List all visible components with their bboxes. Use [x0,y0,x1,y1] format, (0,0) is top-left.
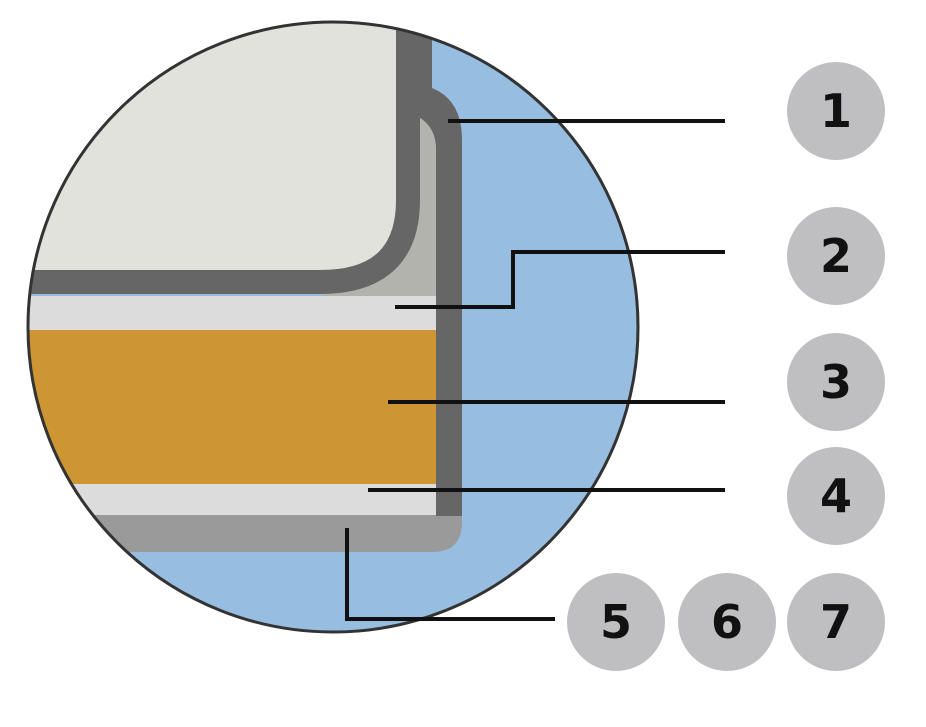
badge-7-label: 7 [820,595,852,649]
leader-lines [345,119,725,621]
badge-6-label: 6 [711,595,743,649]
badge-1-label: 1 [820,84,852,138]
badge-3-label: 3 [820,355,852,409]
badge-5: 5 [567,573,665,671]
badge-5-label: 5 [600,595,632,649]
detail-circle-outline [26,20,640,634]
badge-4: 4 [787,447,885,545]
badge-3: 3 [787,333,885,431]
badge-6: 6 [678,573,776,671]
bottom-frame [28,514,462,552]
badge-4-label: 4 [820,469,852,523]
badge-7: 7 [787,573,885,671]
leader-line-2 [395,250,725,309]
leader-line-5 [345,528,555,621]
badge-2-label: 2 [820,229,852,283]
badge-2: 2 [787,207,885,305]
vertical-frame [408,22,462,516]
top-panel [28,22,408,270]
top-panel-border [28,22,420,294]
adhesive-gap [320,118,436,296]
top-light-layer [28,296,436,330]
core-layer [28,330,436,484]
badge-1: 1 [787,62,885,160]
